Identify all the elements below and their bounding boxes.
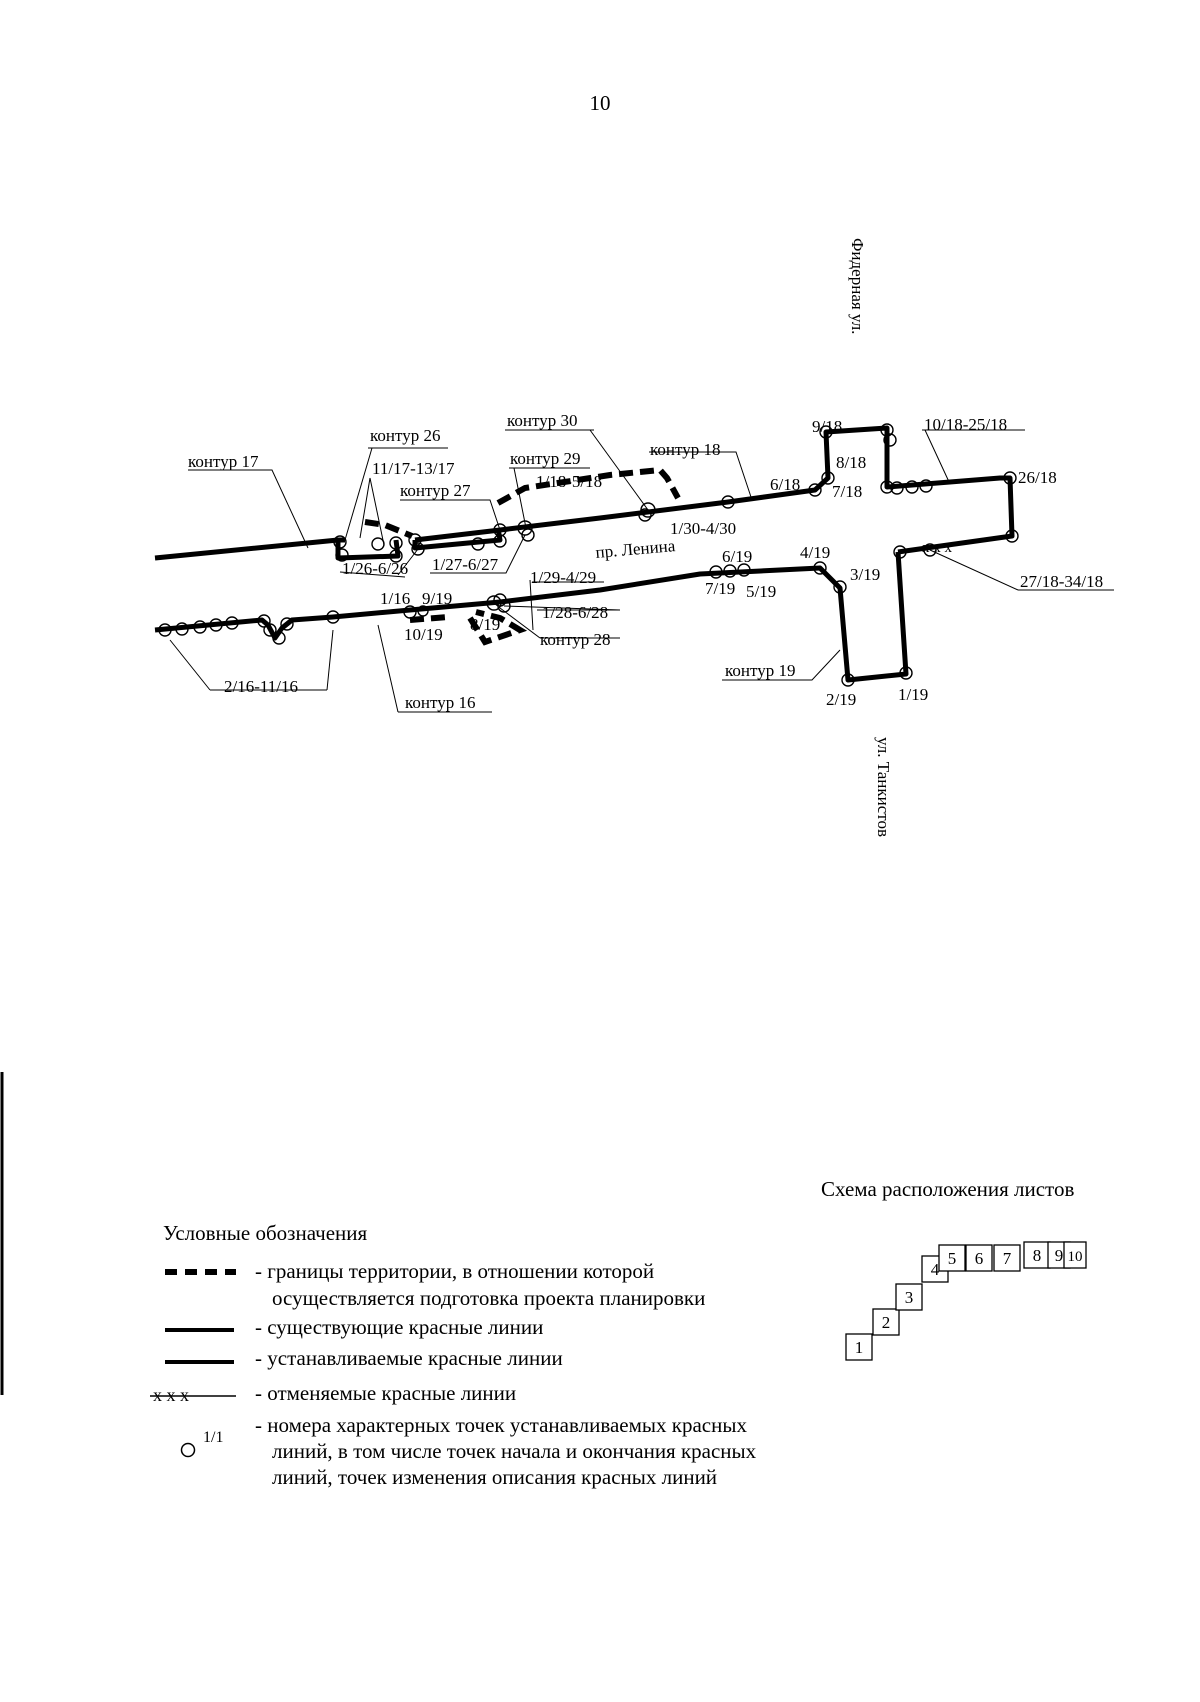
label-9-18: 9/18 (812, 417, 842, 436)
characteristic-points (158, 423, 1019, 687)
sheet-box-2 (872, 1308, 900, 1336)
label-2-19: 2/19 (826, 690, 856, 709)
red-line-c26 (335, 539, 401, 561)
sheet-label-8: 8 (1033, 1246, 1042, 1265)
label-1-16: 1/16 (380, 589, 410, 608)
red-line-cancelled (899, 535, 1013, 553)
label-2-16-11-16: 2/16-11/16 (224, 677, 298, 696)
legend-item-existing: - существующие красные линии (255, 1315, 543, 1339)
label-contour-28: контур 28 (540, 630, 610, 649)
legend-item-points: - номера характерных точек устанавливаем… (255, 1413, 747, 1437)
sheet-label-3: 3 (905, 1288, 914, 1307)
map: x x x (154, 238, 1114, 837)
legend-symbol-point-label: 1/1 (203, 1429, 223, 1446)
sheet-label-1: 1 (855, 1338, 864, 1357)
label-6-19: 6/19 (722, 547, 752, 566)
red-line-north (154, 425, 1015, 561)
boundary-dashed-south (467, 609, 528, 646)
legend: Условные обозначения - границы территори… (150, 1221, 757, 1489)
street-lenina: пр. Ленина (595, 536, 677, 562)
label-27-18-34-18: 27/18-34/18 (1020, 572, 1103, 591)
label-1-19: 1/19 (898, 685, 928, 704)
boundary-dashed-north (496, 466, 681, 506)
sheet-box-8 (1023, 1241, 1051, 1269)
legend-item-points-cont2: линий, точек изменения описания красных … (272, 1465, 717, 1489)
label-contour-18: контур 18 (650, 440, 720, 459)
sheet-box-10 (1063, 1241, 1087, 1269)
label-6-18: 6/18 (770, 475, 800, 494)
legend-item-boundary-cont: осуществляется подготовка проекта планир… (272, 1286, 705, 1310)
street-fidernaya: Фидерная ул. (848, 238, 867, 334)
label-contour-17: контур 17 (188, 452, 259, 471)
legend-item-points-cont1: линий, в том числе точек начала и оконча… (272, 1439, 757, 1463)
sheet-label-4: 4 (931, 1260, 940, 1279)
sheet-label-2: 2 (882, 1313, 891, 1332)
label-7-18: 7/18 (832, 482, 862, 501)
red-line-south (154, 551, 909, 683)
legend-symbol-point (180, 1442, 196, 1458)
sheet-label-9: 9 (1055, 1246, 1064, 1265)
label-1-28-6-28: 1/28-6/28 (542, 603, 608, 622)
label-7-19: 7/19 (705, 579, 735, 598)
sheet-box-1 (845, 1333, 873, 1361)
sheet-box-6 (965, 1244, 993, 1272)
label-8-19: 8/19 (470, 615, 500, 634)
sheet-scheme-title: Схема расположения листов (821, 1177, 1074, 1201)
label-1-18-5-18: 1/18-5/18 (536, 472, 602, 491)
label-contour-19: контур 19 (725, 661, 795, 680)
page-number: 10 (590, 91, 611, 115)
sheet-label-7: 7 (1003, 1249, 1012, 1268)
label-1-27-6-27: 1/27-6/27 (432, 555, 499, 574)
sheet-box-3 (895, 1283, 923, 1311)
label-contour-27: контур 27 (400, 481, 471, 500)
sheet-box-7 (993, 1244, 1021, 1272)
label-contour-16: контур 16 (405, 693, 475, 712)
label-1-26-6-26: 1/26-6/26 (342, 559, 408, 578)
legend-item-established: - устанавливаемые красные линии (255, 1346, 563, 1370)
legend-symbol-cancelled: x x x (153, 1385, 189, 1405)
legend-title: Условные обозначения (163, 1221, 368, 1245)
boundary-dashed-west (364, 519, 449, 623)
sheet-label-10: 10 (1068, 1249, 1083, 1265)
label-9-19: 9/19 (422, 589, 452, 608)
label-4-19: 4/19 (800, 543, 830, 562)
label-3-19: 3/19 (850, 565, 880, 584)
label-contour-30: контур 30 (507, 411, 577, 430)
label-contour-26: контур 26 (370, 426, 440, 445)
street-tankistov: ул. Танкистов (874, 737, 893, 837)
sheet-label-6: 6 (975, 1249, 984, 1268)
label-10-18-25-18: 10/18-25/18 (924, 415, 1007, 434)
label-11-17-13-17: 11/17-13/17 (372, 459, 455, 478)
label-1-30-4-30: 1/30-4/30 (670, 519, 736, 538)
label-26-18: 26/18 (1018, 468, 1057, 487)
leader-lines (169, 429, 1114, 713)
label-10-19: 10/19 (404, 625, 443, 644)
sheet-label-5: 5 (948, 1249, 957, 1268)
label-5-19: 5/19 (746, 582, 776, 601)
label-8-18: 8/18 (836, 453, 866, 472)
legend-item-boundary: - границы территории, в отношении которо… (255, 1259, 654, 1283)
label-contour-29: контур 29 (510, 449, 580, 468)
legend-item-cancelled: - отменяемые красные линии (255, 1381, 516, 1405)
label-1-29-4-29: 1/29-4/29 (530, 568, 596, 587)
sheet-box-5 (938, 1244, 966, 1272)
